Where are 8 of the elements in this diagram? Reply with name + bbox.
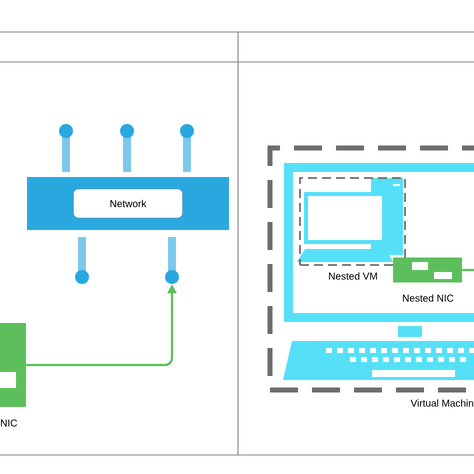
node-label: NIC bbox=[1, 419, 18, 427]
port-circle bbox=[165, 270, 179, 284]
node-label: Nested VM bbox=[329, 272, 377, 280]
network-card: NIC bbox=[0, 323, 26, 427]
network-switch: Network bbox=[27, 177, 229, 230]
node-label: Nested NIC bbox=[402, 294, 454, 302]
connector bbox=[462, 268, 474, 272]
node-label: Virtual Machin bbox=[410, 399, 474, 407]
